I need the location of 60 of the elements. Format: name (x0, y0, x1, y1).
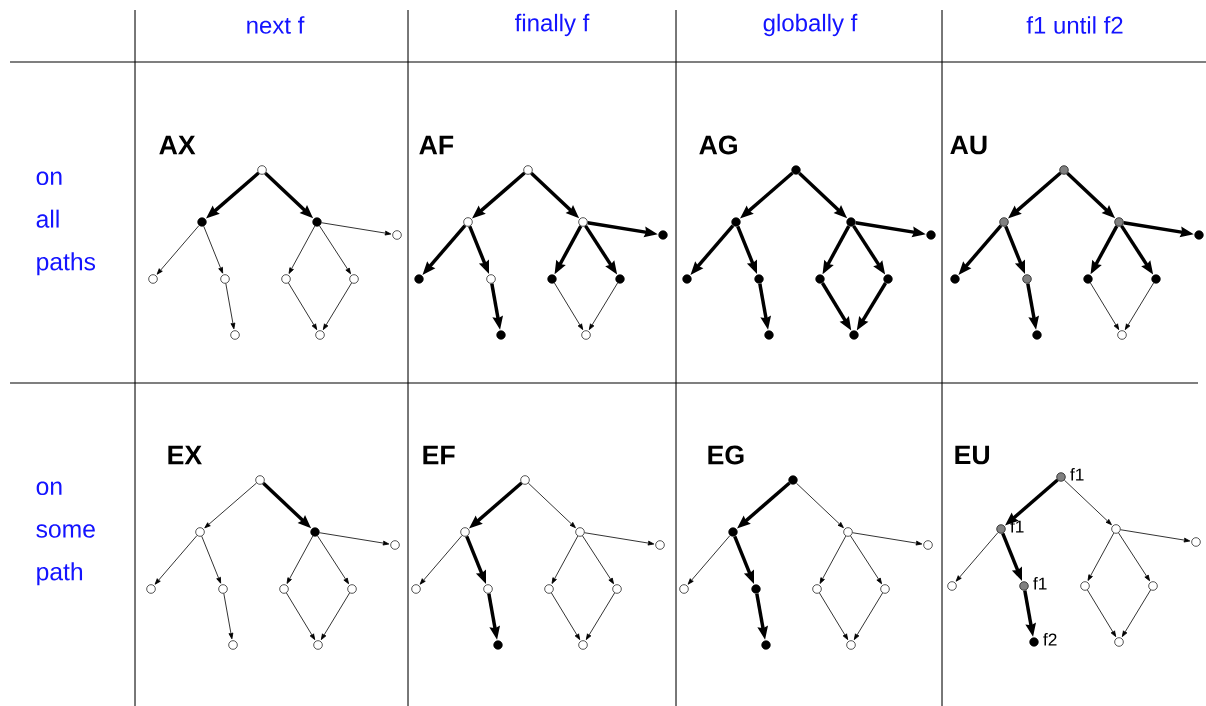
arrow (554, 282, 584, 330)
arrow (819, 592, 849, 640)
column-header: f1 until f2 (1026, 16, 1123, 34)
arrow (1087, 532, 1115, 581)
operator-label: EX (168, 445, 202, 465)
operator-label: AF (419, 135, 454, 155)
operator-label: EF (423, 445, 455, 465)
arrow (317, 535, 349, 585)
arrow (1121, 589, 1151, 637)
arrow (955, 532, 999, 582)
arrow (1090, 282, 1120, 330)
arrow (201, 535, 222, 584)
arrow (852, 532, 923, 546)
arrow (286, 592, 316, 640)
operator-label: EU (955, 445, 989, 465)
arrow (154, 535, 198, 585)
arrow (582, 535, 614, 585)
arrow (853, 592, 883, 640)
arrow (1118, 532, 1150, 582)
operator-label: AX (159, 135, 196, 155)
state-circle (1194, 230, 1204, 240)
arrow (203, 225, 224, 274)
row-header: on all paths (36, 171, 96, 276)
column-header: next f (247, 16, 305, 34)
arrow (850, 535, 882, 585)
arrow (1087, 589, 1117, 637)
node-label: f1 (1033, 577, 1047, 590)
column-header: finally f (515, 13, 590, 37)
arrow (687, 535, 731, 585)
arrow (796, 482, 844, 529)
arrow (1124, 282, 1154, 330)
node-label: f2 (1043, 633, 1057, 646)
operator-label: EG (708, 445, 744, 465)
arrow (223, 593, 234, 640)
arrow (319, 225, 351, 275)
arrow (588, 282, 618, 330)
arrow (551, 535, 579, 584)
arrow (321, 222, 392, 236)
arrow (320, 592, 350, 640)
arrow (225, 283, 236, 330)
arrow (584, 532, 655, 546)
arrow (319, 532, 390, 546)
arrow (585, 592, 615, 640)
arrow (322, 282, 352, 330)
node-label: f1 (1070, 468, 1084, 481)
arrow (819, 535, 847, 584)
operator-label: AG (699, 135, 737, 155)
column-header: globally f (763, 13, 858, 37)
arrow (204, 482, 257, 529)
row-header: on some path (36, 481, 95, 586)
arrow (288, 225, 316, 274)
arrow (1064, 479, 1112, 526)
arrow (156, 225, 200, 275)
arrow (288, 282, 318, 330)
arrow (1120, 529, 1191, 543)
operator-label: AU (950, 135, 987, 155)
arrow (528, 482, 576, 529)
arrow (419, 535, 463, 585)
arrow (286, 535, 314, 584)
arrow (551, 592, 581, 640)
